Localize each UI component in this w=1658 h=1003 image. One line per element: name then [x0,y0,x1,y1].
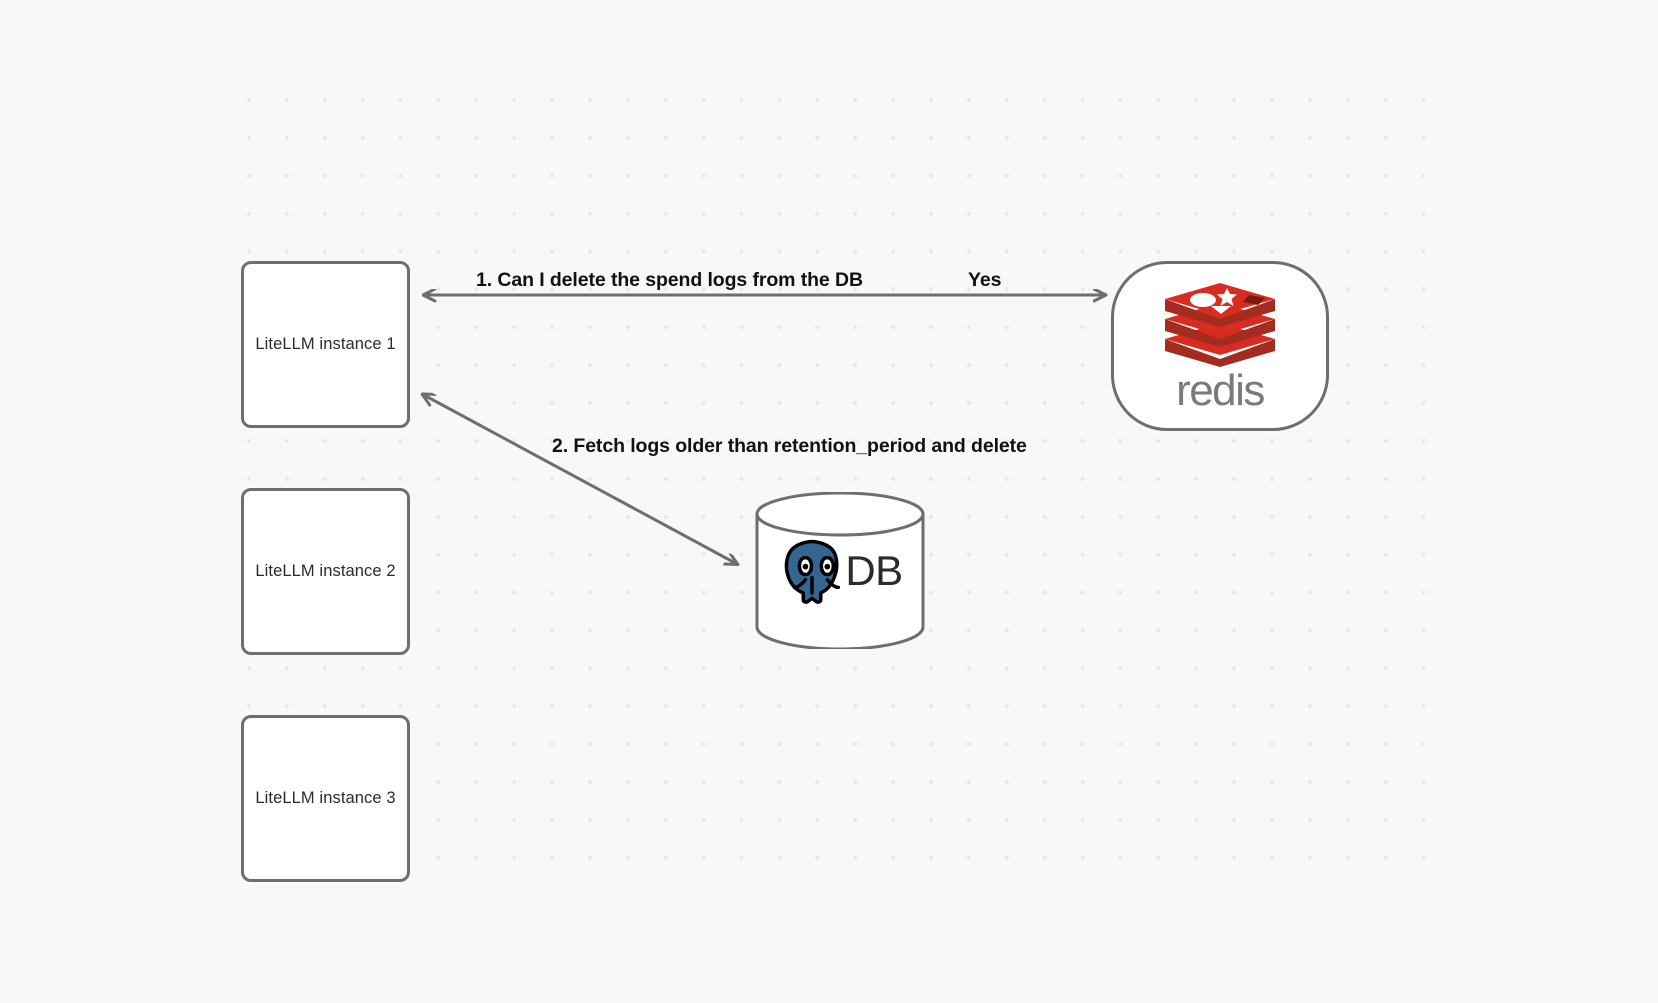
node-litellm-instance-3-label: LiteLLM instance 3 [255,789,396,807]
node-database[interactable]: DB [754,491,926,651]
database-label-group: DB [754,492,926,649]
edge-label-yes: Yes [968,269,1002,291]
postgresql-elephant-icon [785,539,841,604]
node-litellm-instance-3[interactable]: LiteLLM instance 3 [241,715,410,882]
redis-wordmark: redis [1176,366,1265,415]
edge-litellm1-to-database [422,394,737,564]
edge-label-step-2: 2. Fetch logs older than retention_perio… [552,435,1027,457]
node-redis[interactable]: redis [1111,261,1329,431]
edge-label-step-1: 1. Can I delete the spend logs from the … [476,269,863,291]
node-litellm-instance-2-label: LiteLLM instance 2 [255,562,396,580]
redis-logo-icon [1165,283,1275,367]
node-litellm-instance-2[interactable]: LiteLLM instance 2 [241,488,410,655]
node-litellm-instance-1[interactable]: LiteLLM instance 1 [241,261,410,428]
database-text-label: DB [845,546,903,594]
node-litellm-instance-1-label: LiteLLM instance 1 [255,335,396,353]
redis-logo-group: redis [1161,275,1279,413]
